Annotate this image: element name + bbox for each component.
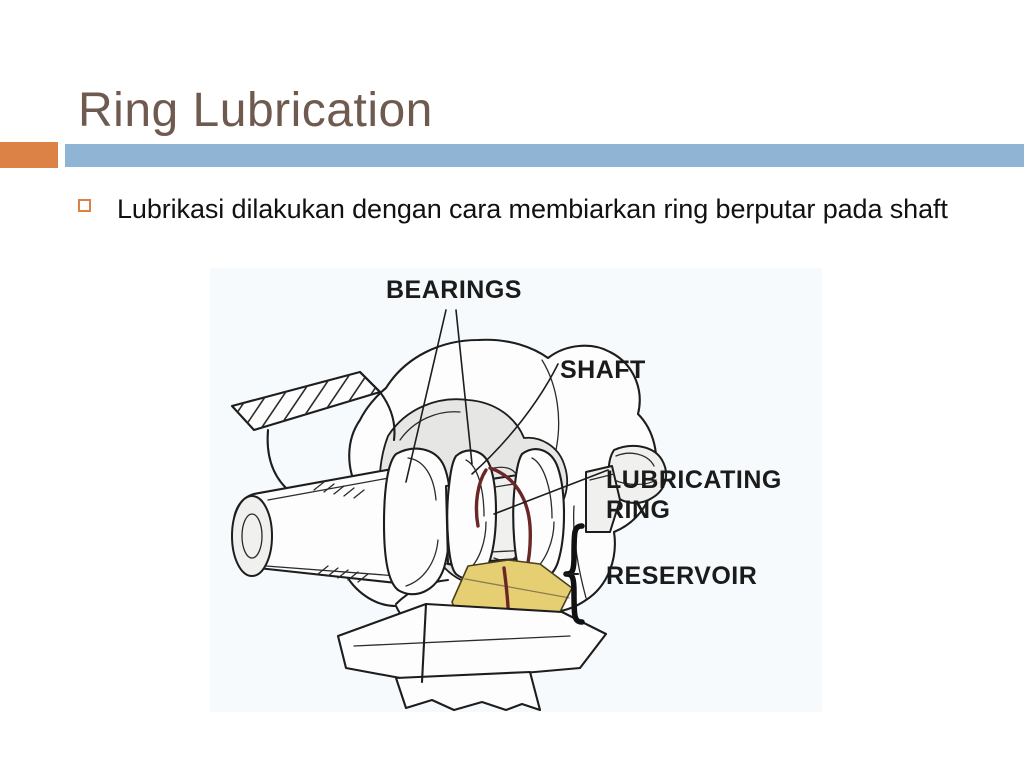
figure-label-bearings: BEARINGS [386, 276, 522, 304]
divider-bar [65, 144, 1024, 167]
bullet-list-item: Lubrikasi dilakukan dengan cara membiark… [78, 188, 958, 231]
figure-label-shaft: SHAFT [560, 356, 646, 384]
figure-label-lubricating: LUBRICATING [606, 466, 782, 494]
figure-label-reservoir: RESERVOIR [606, 562, 757, 590]
ring-lubrication-diagram: BEARINGS SHAFT LUBRICATING RING RESERVOI… [210, 268, 822, 712]
leader-lines [405, 309, 609, 515]
shaft-knurl [313, 481, 369, 583]
bearings-assembly [446, 448, 566, 582]
figure-label-ring: RING [606, 496, 671, 524]
shaft [231, 447, 621, 596]
hollow-square-bullet-icon [78, 199, 91, 212]
pedestal-base [336, 602, 608, 712]
reservoir-brace [563, 523, 585, 625]
accent-bar [0, 142, 58, 168]
page-title: Ring Lubrication [78, 84, 433, 138]
bullet-item-label: Lubrikasi dilakukan dengan cara membiark… [117, 194, 948, 224]
